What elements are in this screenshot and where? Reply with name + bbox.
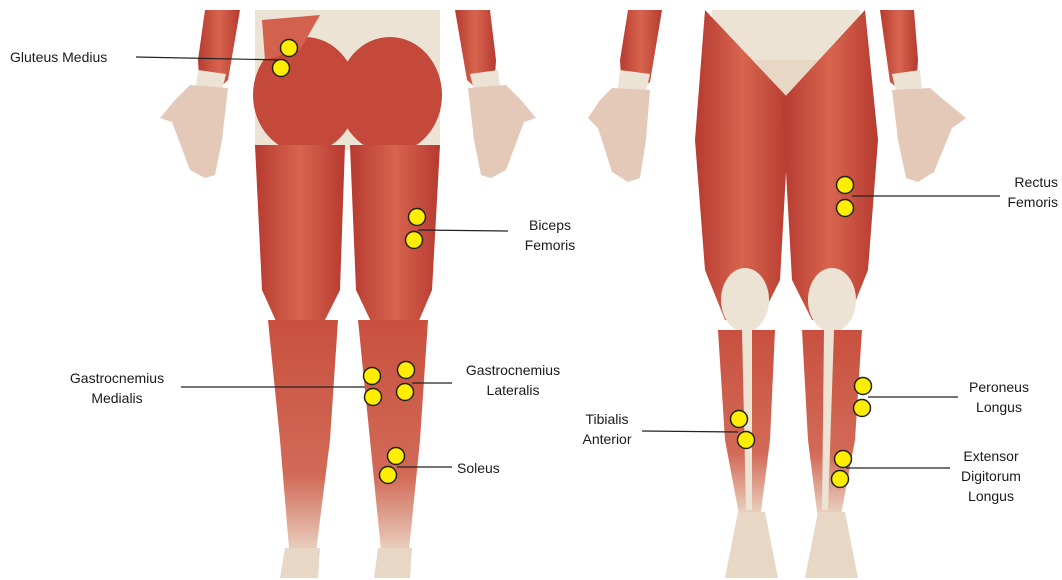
- label-biceps-femoris: Biceps Femoris: [512, 215, 588, 255]
- electrode-extensor-digitorum-2: [832, 471, 849, 488]
- label-peroneus-longus-line-2: Longus: [958, 397, 1040, 417]
- electrode-biceps-femoris-2: [406, 232, 423, 249]
- left-knee: [721, 268, 769, 332]
- electrode-gastrocnemius-lateralis-2: [397, 384, 414, 401]
- electrode-soleus-2: [380, 467, 397, 484]
- label-extensor-digitorum-longus-line-2: Digitorum: [950, 466, 1032, 486]
- label-gastrocnemius-lateralis-line-1: Gastrocnemius: [454, 360, 572, 380]
- electrode-biceps-femoris-1: [409, 209, 426, 226]
- electrode-rectus-femoris-2: [837, 200, 854, 217]
- electrode-tibialis-anterior-2: [738, 432, 755, 449]
- label-tibialis-anterior: Tibialis Anterior: [570, 409, 644, 449]
- label-gluteus-medius-line-1: Gluteus Medius: [10, 47, 107, 67]
- electrode-gastrocnemius-medialis-1: [364, 368, 381, 385]
- label-rectus-femoris: Rectus Femoris: [990, 172, 1058, 212]
- label-extensor-digitorum-longus: Extensor Digitorum Longus: [950, 446, 1032, 506]
- label-peroneus-longus: Peroneus Longus: [958, 377, 1040, 417]
- right-foot-anterior: [805, 512, 858, 578]
- electrode-peroneus-longus-1: [855, 378, 872, 395]
- right-calf-posterior: [358, 320, 428, 560]
- electrode-gluteus-medius-1: [281, 40, 298, 57]
- anterior-figure: [588, 10, 966, 578]
- label-gastrocnemius-lateralis-line-2: Lateralis: [454, 380, 572, 400]
- left-foot-anterior: [725, 512, 778, 578]
- label-biceps-femoris-line-2: Femoris: [512, 235, 588, 255]
- left-foot-posterior: [280, 548, 320, 578]
- electrode-gastrocnemius-lateralis-1: [398, 362, 415, 379]
- electrode-rectus-femoris-1: [837, 177, 854, 194]
- label-gastrocnemius-medialis: Gastrocnemius Medialis: [58, 368, 176, 408]
- electrode-tibialis-anterior-1: [731, 411, 748, 428]
- label-peroneus-longus-line-1: Peroneus: [958, 377, 1040, 397]
- left-hand-posterior: [160, 85, 228, 178]
- label-soleus: Soleus: [457, 458, 500, 478]
- label-rectus-femoris-line-2: Femoris: [990, 192, 1058, 212]
- right-hand-posterior: [468, 85, 536, 178]
- label-gastrocnemius-lateralis: Gastrocnemius Lateralis: [454, 360, 572, 400]
- posterior-figure: [160, 10, 536, 578]
- label-biceps-femoris-line-1: Biceps: [512, 215, 588, 235]
- right-foot-posterior: [374, 548, 412, 578]
- label-extensor-digitorum-longus-line-3: Longus: [950, 486, 1032, 506]
- right-hand-anterior: [892, 88, 966, 182]
- label-tibialis-anterior-line-2: Anterior: [570, 429, 644, 449]
- left-hand-anterior: [588, 88, 650, 182]
- tibialis-anterior-line: [642, 431, 738, 432]
- electrode-peroneus-longus-2: [854, 400, 871, 417]
- label-tibialis-anterior-line-1: Tibialis: [570, 409, 644, 429]
- left-calf-posterior: [268, 320, 338, 560]
- left-thigh-posterior: [255, 145, 345, 330]
- electrode-extensor-digitorum-1: [835, 451, 852, 468]
- label-soleus-line-1: Soleus: [457, 458, 500, 478]
- label-gluteus-medius: Gluteus Medius: [10, 47, 107, 67]
- right-knee: [808, 268, 856, 332]
- right-thigh-posterior: [350, 145, 440, 330]
- electrode-gastrocnemius-medialis-2: [365, 389, 382, 406]
- electrode-soleus-1: [388, 448, 405, 465]
- label-extensor-digitorum-longus-line-1: Extensor: [950, 446, 1032, 466]
- right-gluteus: [338, 37, 442, 153]
- label-rectus-femoris-line-1: Rectus: [990, 172, 1058, 192]
- electrode-gluteus-medius-2: [273, 60, 290, 77]
- label-gastrocnemius-medialis-line-2: Medialis: [58, 388, 176, 408]
- label-gastrocnemius-medialis-line-1: Gastrocnemius: [58, 368, 176, 388]
